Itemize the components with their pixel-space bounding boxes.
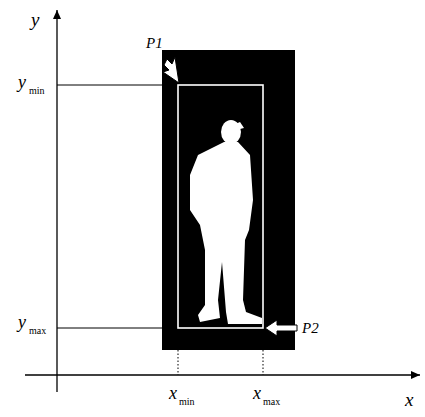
coordinate-subscript: min: [179, 397, 195, 407]
xmax-guide: [263, 350, 264, 375]
p1-arrow: [163, 57, 179, 83]
point-label: P1: [146, 36, 163, 51]
axis-name: x: [405, 390, 413, 409]
ymax-guide: [57, 328, 162, 329]
image-patch: [162, 50, 295, 350]
coordinate-subscript: min: [29, 86, 45, 96]
coordinate-symbol: x: [253, 384, 261, 402]
p2-arrow: [265, 320, 297, 336]
axis-name: y: [31, 10, 39, 29]
person-silhouette: [190, 120, 262, 324]
coordinate-symbol: y: [18, 73, 26, 91]
bounding-box: [178, 85, 263, 328]
xmin-guide: [178, 350, 179, 375]
y-axis: [56, 10, 57, 392]
coordinate-symbol: y: [18, 313, 26, 331]
ymin-guide: [57, 85, 162, 86]
x-axis: [25, 374, 420, 375]
point-label: P2: [302, 321, 319, 336]
coordinate-subscript: max: [29, 326, 46, 336]
coordinate-subscript: max: [263, 397, 280, 407]
coordinate-symbol: x: [169, 384, 177, 402]
